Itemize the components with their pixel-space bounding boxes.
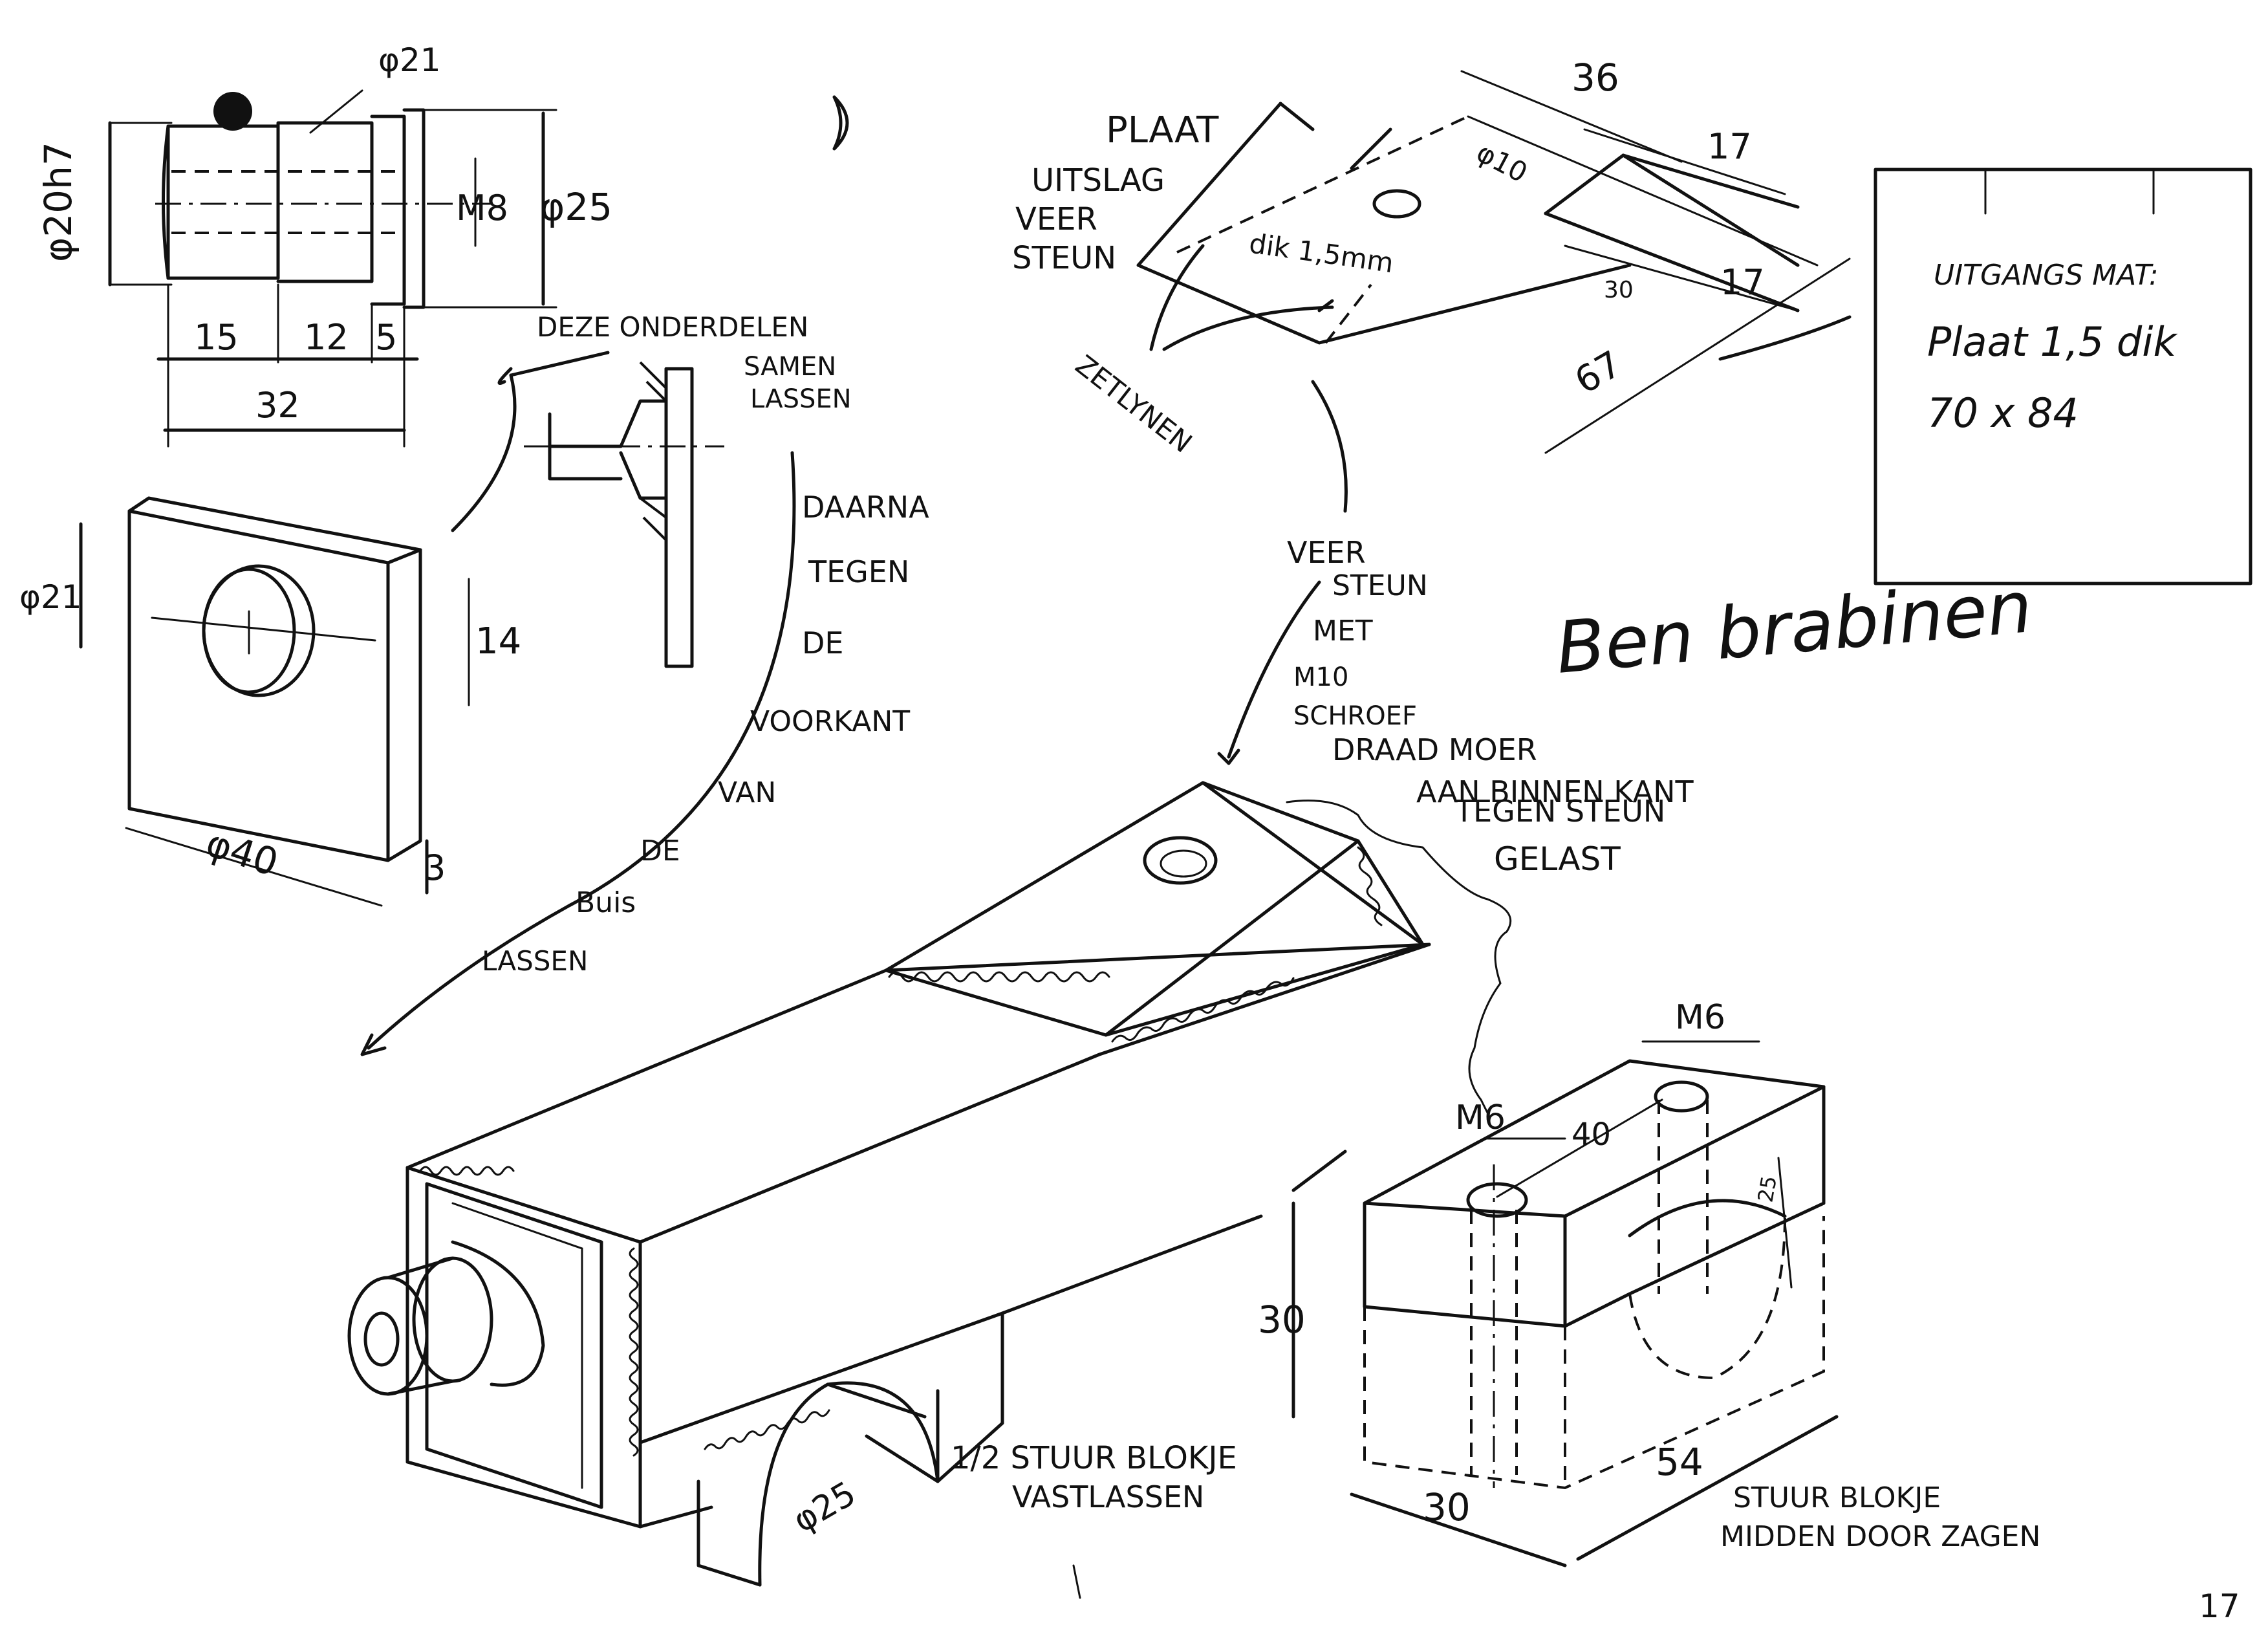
guide-height: 30 bbox=[1258, 1298, 1306, 1342]
bracket-line4: STEUN bbox=[1012, 240, 1116, 276]
bracket-title: PLAAT bbox=[1106, 109, 1219, 151]
guide-thread-top: M6 bbox=[1675, 998, 1725, 1037]
plate-height-label: 14 bbox=[475, 620, 521, 662]
guide-width: 30 bbox=[1423, 1485, 1471, 1529]
weld-assembly-sketch: DEZE ONDERDELEN SAMEN LASSEN bbox=[451, 311, 852, 668]
spring-note-3: MET bbox=[1313, 615, 1373, 648]
plate-part-drawing: φ21 14 φ40 3 bbox=[19, 496, 521, 907]
ink-blot bbox=[213, 92, 252, 131]
weld-note-line2: SAMEN bbox=[744, 352, 836, 382]
dim-12: 12 bbox=[304, 317, 349, 358]
main-assembly-drawing: φ25 1/2 STUUR BLOKJE VASTLASSEN bbox=[347, 781, 1512, 1587]
bracket-line2: UITSLAG bbox=[1031, 162, 1165, 199]
shaft-dia-left-label: φ20h7 bbox=[36, 142, 80, 262]
spring-note-8: TEGEN STEUN bbox=[1454, 794, 1665, 829]
then-note-line-2: TEGEN bbox=[808, 554, 909, 589]
page-number: 17 bbox=[2199, 1587, 2240, 1625]
then-note-line-6: DE bbox=[640, 834, 680, 867]
ink-crescent-mark bbox=[832, 95, 849, 151]
guide-length: 54 bbox=[1656, 1440, 1703, 1484]
then-note-line-4: VOORKANT bbox=[750, 705, 910, 738]
then-note-line-3: DE bbox=[802, 626, 844, 660]
weld-on-label: VASTLASSEN bbox=[1012, 1479, 1204, 1514]
dim-5: 5 bbox=[375, 317, 397, 358]
then-weld-note: DAARNA TEGEN DE VOORKANT VAN DE Buis LAS… bbox=[360, 451, 929, 1056]
bracket-thickness: dik 1,5mm bbox=[1247, 227, 1396, 279]
fold-lines-label: ZETLYNEN bbox=[1070, 349, 1198, 459]
material-line2: Plaat 1,5 dik bbox=[1927, 318, 2178, 365]
plate-thickness-label: 3 bbox=[424, 847, 446, 888]
shaft-dia-top-label: φ21 bbox=[378, 41, 441, 79]
plate-width-label: φ40 bbox=[201, 821, 284, 885]
guide-block-drawing: M6 M6 40 25 30 30 54 STUUR BLOKJE MIDDEN… bbox=[1258, 998, 2040, 1567]
dim-32: 32 bbox=[255, 385, 300, 426]
then-note-line-5: VAN bbox=[718, 776, 776, 809]
guide-caption-1: STUUR BLOKJE bbox=[1733, 1481, 1941, 1514]
weld-note-line3: LASSEN bbox=[750, 384, 852, 414]
half-block-label: 1/2 STUUR BLOKJE bbox=[951, 1440, 1237, 1476]
bracket-dim-36: 36 bbox=[1571, 56, 1619, 100]
guide-caption-2: MIDDEN DOOR ZAGEN bbox=[1720, 1520, 2040, 1553]
spring-note-2: STEUN bbox=[1332, 569, 1428, 602]
material-box: UITGANGS MAT: Plaat 1,5 dik 70 x 84 bbox=[1874, 168, 2252, 585]
bracket-line3: VEER bbox=[1015, 201, 1097, 237]
spring-note-5: SCHROEF bbox=[1293, 701, 1417, 731]
weld-note-line1: DEZE ONDERDELEN bbox=[537, 311, 808, 343]
spring-note-7: AAN BINNEN KANT bbox=[1416, 774, 1694, 809]
guide-thread-left: M6 bbox=[1455, 1098, 1506, 1137]
stray-mark bbox=[1072, 1564, 1081, 1599]
bracket-dia10: φ10 bbox=[1471, 136, 1533, 189]
then-note-line-1: DAARNA bbox=[802, 490, 929, 525]
spring-note-9: GELAST bbox=[1494, 840, 1621, 878]
spring-note-6: DRAAD MOER bbox=[1332, 732, 1537, 767]
spring-note-4: M10 bbox=[1293, 662, 1348, 692]
material-line1: UITGANGS MAT: bbox=[1934, 259, 2159, 292]
material-line3: 70 x 84 bbox=[1927, 389, 2079, 437]
shaft-dia-right-label: φ25 bbox=[540, 185, 612, 229]
spring-note: VEER STEUN MET M10 SCHROEF DRAAD MOER AA… bbox=[1217, 535, 1694, 878]
bracket-layout-drawing: PLAAT UITSLAG VEER STEUN 36 17 17 φ10 di… bbox=[1012, 56, 1852, 513]
guide-radius: 25 bbox=[1753, 1174, 1781, 1205]
dim-15: 15 bbox=[194, 317, 239, 358]
guide-spacing: 40 bbox=[1571, 1117, 1611, 1153]
spring-note-1: VEER bbox=[1287, 535, 1366, 570]
shaft-part-drawing: φ20h7 φ21 M8 φ25 15 12 5 32 bbox=[36, 41, 612, 448]
bracket-dim-67: 67 bbox=[1568, 343, 1629, 402]
then-note-line-7: Buis bbox=[576, 886, 636, 919]
bracket-dim-30: 30 bbox=[1604, 277, 1634, 303]
then-note-line-8: LASSEN bbox=[482, 945, 588, 977]
thread-m8-label: M8 bbox=[456, 188, 508, 228]
assembly-bore-label: φ25 bbox=[787, 1474, 863, 1540]
bracket-dim-17b: 17 bbox=[1720, 262, 1765, 303]
bracket-dim-17a: 17 bbox=[1707, 126, 1752, 167]
plate-dia-label: φ21 bbox=[19, 578, 82, 616]
signature: Ben brabinen bbox=[1553, 565, 2035, 690]
